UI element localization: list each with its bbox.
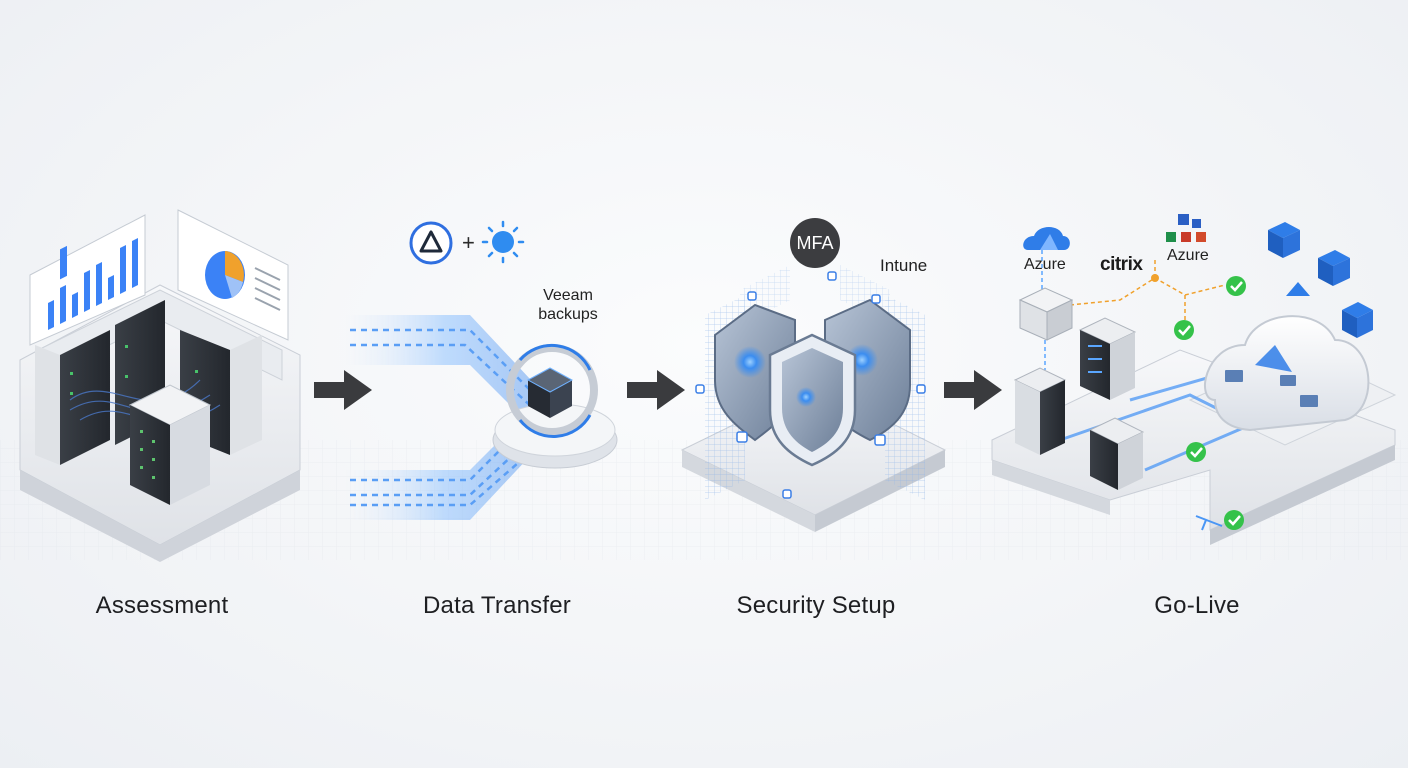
mfa-badge-icon — [790, 218, 840, 268]
checkmark-icon — [1224, 510, 1244, 530]
cloud-icon — [1204, 315, 1370, 432]
stage-label-security-setup: Security Setup — [736, 592, 896, 619]
office-apps-icon — [1166, 214, 1206, 242]
server-icon — [1318, 250, 1350, 286]
backup-cube-icon — [526, 367, 574, 418]
checkmark-icon — [1186, 442, 1206, 462]
server-icon — [1088, 417, 1145, 490]
veeam-label-line-1: Veeam — [543, 287, 593, 304]
arrow-right-icon — [944, 370, 1002, 410]
arrow-right-icon — [314, 370, 372, 410]
security-illustration — [680, 218, 947, 532]
plus-sign: + — [462, 230, 475, 255]
arrow-right-icon — [627, 370, 685, 410]
golive-illustration — [991, 214, 1397, 545]
pie-chart-panel — [177, 209, 289, 341]
server-icon — [1268, 222, 1300, 258]
server-icon — [1013, 367, 1067, 455]
stage-label-go-live: Go-Live — [1154, 592, 1240, 619]
azure-label-1: Azure — [1024, 256, 1066, 273]
intune-label: Intune — [880, 256, 928, 275]
mfa-badge-label: MFA — [796, 233, 834, 253]
veeam-label-line-2: backups — [538, 306, 598, 323]
shield-icon — [768, 333, 857, 467]
dashboard-panel — [29, 214, 146, 346]
data-transfer-illustration — [345, 220, 618, 520]
server-rack-group — [35, 300, 262, 505]
assessment-illustration — [19, 209, 301, 562]
stage-label-data-transfer: Data Transfer — [423, 592, 571, 619]
azure-cloud-icon — [1023, 227, 1070, 250]
server-icon — [1342, 302, 1373, 338]
stage-label-assessment: Assessment — [95, 592, 229, 619]
server-icon — [1018, 287, 1074, 341]
checkmark-icon — [1226, 276, 1246, 296]
veeam-backups-label: Veeam backups — [528, 286, 608, 324]
citrix-label: citrix — [1100, 254, 1143, 275]
delta-icon — [409, 221, 453, 265]
checkmark-icon — [1174, 320, 1194, 340]
server-icon — [1078, 317, 1137, 400]
sun-icon — [481, 220, 525, 264]
azure-label-2: Azure — [1167, 247, 1209, 264]
